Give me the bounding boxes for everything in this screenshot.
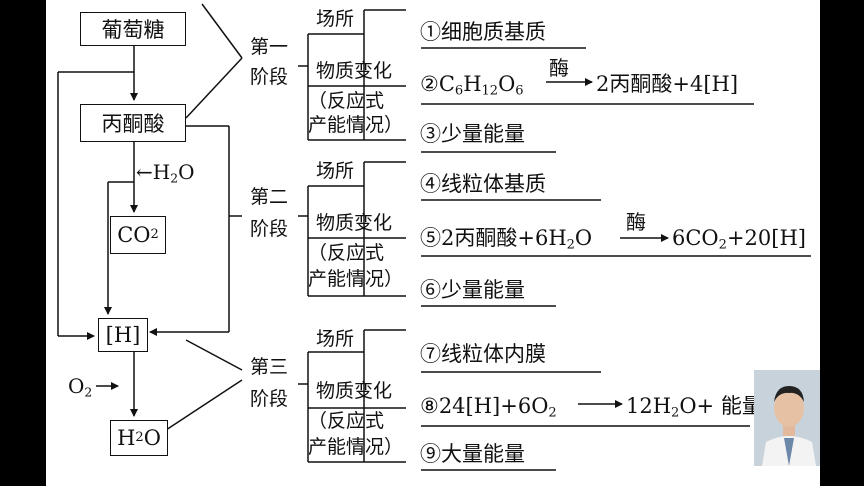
- stage3-place-label: 场所: [316, 328, 355, 350]
- stage1-paren-top: （反应式: [308, 90, 385, 112]
- result-4-location: ④线粒体基质: [420, 172, 546, 196]
- stage2-paren-bottom: 产能情况）: [308, 268, 404, 290]
- stage2-label-bottom: 阶段: [250, 218, 289, 240]
- stage3-label-bottom: 阶段: [250, 388, 289, 410]
- result-6-energy: ⑥少量能量: [420, 278, 525, 302]
- glucose-node: 葡萄糖: [80, 12, 186, 46]
- stage2-change-label: 物质变化: [316, 212, 393, 234]
- result-7-location: ⑦线粒体内膜: [420, 342, 546, 366]
- stage1-paren-bottom: 产能情况）: [308, 114, 404, 136]
- stage1-label-top: 第一: [250, 36, 289, 58]
- result-2-reaction-left: ②C6H12O6: [420, 72, 524, 99]
- enzyme-label-1: 酶: [549, 56, 569, 80]
- stage3-paren-bottom: 产能情况）: [308, 436, 404, 458]
- result-3-energy: ③少量能量: [420, 122, 525, 146]
- stage1-label-bottom: 阶段: [250, 66, 289, 88]
- h-node: [H]: [98, 318, 148, 352]
- enzyme-label-2: 酶: [626, 210, 646, 234]
- oxygen-input-label: O2: [68, 374, 93, 400]
- stage3-label-top: 第三: [250, 356, 289, 378]
- stage2-label-top: 第二: [250, 186, 289, 208]
- stage3-paren-top: （反应式: [308, 410, 385, 432]
- result-2-reaction-right: 2丙酮酸+4[H]: [596, 72, 739, 96]
- water-input-label: ←H2O: [136, 160, 195, 186]
- stage1-place-label: 场所: [316, 8, 355, 30]
- stage2-paren-top: （反应式: [308, 242, 385, 264]
- presenter-portrait-icon: [754, 370, 820, 466]
- result-1-location: ①细胞质基质: [420, 20, 546, 44]
- result-5-reaction-right: 6CO2+20[H]: [672, 226, 806, 253]
- pyruvate-node: 丙酮酸: [80, 104, 186, 142]
- stage2-place-label: 场所: [316, 160, 355, 182]
- presenter-video-thumbnail: [754, 370, 820, 466]
- connector-lines: [57, 3, 811, 471]
- result-9-energy: ⑨大量能量: [420, 442, 525, 466]
- stage3-change-label: 物质变化: [316, 380, 393, 402]
- result-8-reaction-right: 12H2O+ 能量: [626, 394, 763, 421]
- stage1-change-label: 物质变化: [316, 60, 393, 82]
- result-5-reaction-left: ⑤2丙酮酸+6H2O: [420, 226, 593, 253]
- result-8-reaction-left: ⑧24[H]+6O2: [420, 394, 557, 421]
